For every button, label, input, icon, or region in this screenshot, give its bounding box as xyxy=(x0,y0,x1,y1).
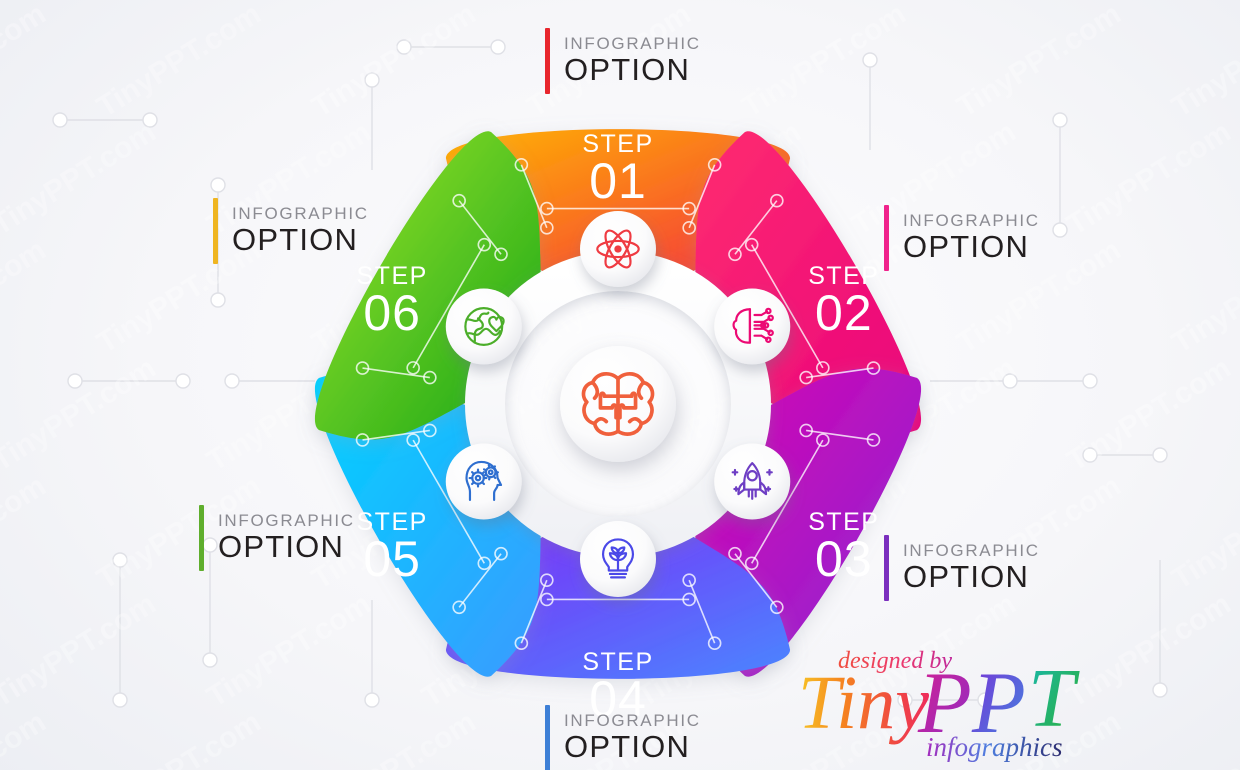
petal-circuit-step-04 xyxy=(514,573,722,651)
petal-step-02[interactable] xyxy=(695,131,922,440)
option-accent-bar xyxy=(884,535,889,601)
svg-text:03: 03 xyxy=(815,531,873,587)
logo-tagline: infographics xyxy=(926,732,1063,762)
option-label-right-top[interactable]: INFOGRAPHIC OPTION xyxy=(884,205,1040,271)
logo-brand-t: T xyxy=(1028,652,1080,745)
option-accent-bar xyxy=(213,198,218,264)
step-bubble-step-05[interactable] xyxy=(445,443,522,520)
logo-brand-tiny: Tiny xyxy=(798,661,929,745)
svg-text:STEP: STEP xyxy=(357,508,428,536)
option-title: OPTION xyxy=(564,52,691,88)
option-label-right-bottom[interactable]: INFOGRAPHIC OPTION xyxy=(884,535,1040,601)
option-subtitle: INFOGRAPHIC xyxy=(232,203,369,223)
petal-circuit-step-05 xyxy=(355,423,508,615)
svg-text:STEP: STEP xyxy=(582,130,653,158)
atom-icon xyxy=(596,229,640,269)
logo-brand-p1: P xyxy=(917,655,972,752)
option-label-left-top[interactable]: INFOGRAPHIC OPTION xyxy=(213,198,369,264)
logo-designed-by: designed by xyxy=(838,648,952,674)
svg-text:05: 05 xyxy=(363,531,421,587)
ai-brain-circuit-icon xyxy=(732,307,774,344)
option-title: OPTION xyxy=(232,222,359,258)
svg-text:02: 02 xyxy=(815,285,873,341)
option-title: OPTION xyxy=(564,729,691,765)
option-accent-bar xyxy=(884,205,889,271)
step-bubble-step-03[interactable] xyxy=(714,443,791,520)
tinyppt-logo[interactable]: designed by Tiny P P T infographics xyxy=(790,642,1100,764)
rocket-icon xyxy=(731,462,773,500)
option-subtitle: INFOGRAPHIC xyxy=(564,710,701,730)
svg-text:STEP: STEP xyxy=(582,648,653,676)
option-label-left-bottom[interactable]: INFOGRAPHIC OPTION xyxy=(199,505,355,571)
option-title: OPTION xyxy=(903,229,1030,265)
option-accent-bar xyxy=(545,705,550,770)
globe-heart-icon xyxy=(464,307,505,346)
petal-circuit-step-02 xyxy=(728,193,881,385)
petal-step-06[interactable] xyxy=(314,131,541,440)
svg-text:04: 04 xyxy=(589,671,647,727)
option-accent-bar xyxy=(545,28,550,94)
svg-text:STEP: STEP xyxy=(357,262,428,290)
step-bubble-step-06[interactable] xyxy=(445,288,522,365)
step-bubble-step-04[interactable] xyxy=(580,521,656,597)
option-subtitle: INFOGRAPHIC xyxy=(903,540,1040,560)
step-bubble-step-02[interactable] xyxy=(714,288,791,365)
petal-circuit-step-03 xyxy=(728,423,881,615)
svg-text:01: 01 xyxy=(589,153,647,209)
lightbulb-leaf-icon xyxy=(601,538,635,579)
option-subtitle: INFOGRAPHIC xyxy=(564,33,701,53)
svg-text:06: 06 xyxy=(363,285,421,341)
brain-puzzle-icon xyxy=(581,372,655,436)
petal-step-05[interactable] xyxy=(314,368,541,677)
logo-brand-p2: P xyxy=(971,655,1026,752)
head-gears-icon xyxy=(465,460,503,501)
svg-text:STEP: STEP xyxy=(808,262,879,290)
option-label-bottom[interactable]: INFOGRAPHIC OPTION xyxy=(545,705,701,770)
petal-circuit-step-01 xyxy=(514,157,722,235)
option-accent-bar xyxy=(199,505,204,571)
option-title: OPTION xyxy=(218,529,345,565)
option-subtitle: INFOGRAPHIC xyxy=(903,210,1040,230)
option-label-top[interactable]: INFOGRAPHIC OPTION xyxy=(545,28,701,94)
step-bubble-step-01[interactable] xyxy=(580,211,656,287)
svg-text:STEP: STEP xyxy=(808,508,879,536)
option-subtitle: INFOGRAPHIC xyxy=(218,510,355,530)
petal-circuit-step-06 xyxy=(355,193,508,385)
option-title: OPTION xyxy=(903,559,1030,595)
